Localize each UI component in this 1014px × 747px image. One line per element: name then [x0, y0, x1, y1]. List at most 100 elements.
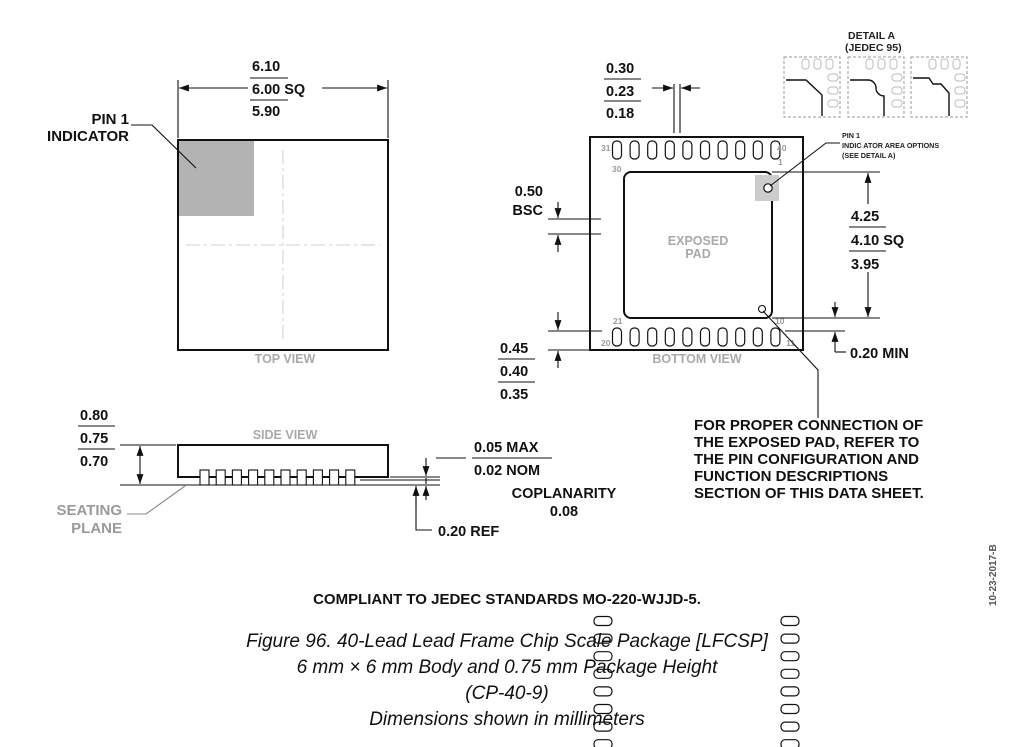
lead-pad	[752, 140, 763, 160]
coplanarity-value: 0.08	[550, 504, 578, 520]
bottom-lead-pads	[593, 140, 800, 747]
pin-number-1: 1	[778, 157, 783, 167]
top-width-max: 6.10	[252, 59, 280, 75]
detail-option-3	[910, 56, 968, 118]
note-line-2: THE EXPOSED PAD, REFER TO	[694, 434, 920, 451]
lead-pad	[593, 721, 613, 732]
detail-title-line1: DETAIL A	[848, 30, 895, 42]
standoff-nom: 0.02 NOM	[474, 463, 540, 479]
lead-pad	[629, 140, 640, 160]
pin1-label-line1: PIN 1	[91, 111, 129, 128]
detail-pad-corner	[913, 77, 950, 116]
pad-reference-dot	[757, 304, 767, 314]
bottom-view-label: BOTTOM VIEW	[652, 352, 742, 366]
side-lead	[215, 469, 226, 486]
lead-pad	[770, 140, 781, 160]
lead-pad	[629, 327, 640, 347]
detail-pad-corner	[786, 79, 823, 116]
lead-length-max: 0.45	[500, 341, 528, 357]
seating-plane-label-1: SEATING	[56, 502, 122, 519]
pin1-options-leader	[769, 142, 840, 187]
exposed-pad-label-2: PAD	[685, 247, 710, 261]
detail-option-2	[847, 56, 905, 118]
caption-line-1: Figure 96. 40-Lead Lead Frame Chip Scale…	[246, 631, 768, 652]
detail-option-1	[783, 56, 841, 118]
lead-pad	[682, 140, 693, 160]
pin1-leader	[131, 124, 197, 169]
detail-box	[847, 56, 905, 118]
caption-line-2: 6 mm × 6 mm Body and 0.75 mm Package Hei…	[296, 657, 718, 678]
detail-pad	[889, 58, 898, 70]
pin-number-30: 30	[612, 164, 622, 174]
lead-pad	[699, 327, 711, 347]
note-line-3: THE PIN CONFIGURATION AND	[694, 451, 919, 468]
detail-pad	[825, 58, 834, 70]
lead-pad	[780, 686, 800, 697]
lead-pad	[593, 686, 613, 697]
pad-size-min: 3.95	[851, 257, 879, 273]
lead-pad	[593, 703, 613, 715]
lead-pad	[717, 140, 728, 160]
side-lead	[231, 469, 242, 486]
caption-line-3: (CP-40-9)	[465, 683, 549, 704]
detail-title-line2: (JEDEC 95)	[845, 42, 902, 54]
detail-box	[910, 56, 968, 118]
detail-pad	[827, 86, 839, 95]
lead-width-nom: 0.23	[606, 84, 634, 100]
lead-pad	[780, 739, 800, 747]
pin-number-20: 20	[601, 338, 611, 348]
pad-size-max: 4.25	[851, 209, 879, 225]
top-view-label: TOP VIEW	[255, 352, 316, 366]
lead-pad	[647, 327, 658, 347]
pitch-bsc: BSC	[512, 203, 543, 219]
pin1-label-line2: INDICATOR	[47, 128, 129, 145]
detail-box	[783, 56, 841, 118]
top-width-min: 5.90	[252, 104, 280, 120]
lead-pad	[770, 327, 781, 347]
pad-size-nom: 4.10 SQ	[851, 233, 904, 249]
side-lead	[296, 469, 307, 486]
side-lead	[280, 469, 291, 486]
top-view: 6.10 6.00 SQ 5.90 PIN 1 INDICATOR TOP VI…	[47, 59, 389, 366]
note-leader	[762, 310, 819, 418]
coplanarity-label: COPLANARITY	[512, 486, 617, 502]
lead-pad	[780, 651, 800, 662]
side-lead	[264, 469, 275, 486]
caption-line-4: Dimensions shown in millimeters	[369, 709, 645, 730]
side-view-label: SIDE VIEW	[253, 428, 318, 442]
lead-pad	[780, 721, 800, 732]
side-lead	[345, 469, 356, 486]
lead-pad	[664, 327, 675, 347]
lead-pad	[593, 633, 613, 644]
detail-pad	[827, 99, 839, 108]
standoff-max: 0.05 MAX	[474, 440, 539, 456]
pin1-options-line2: INDIC ATOR AREA OPTIONS	[842, 141, 939, 150]
bottom-view: EXPOSED PAD BOTTOM VIEW 40 1 31 30 21 20…	[498, 61, 939, 747]
detail-pad	[877, 58, 886, 70]
lead-pad	[780, 703, 800, 715]
lead-pad	[780, 615, 800, 627]
lead-pad	[735, 327, 746, 347]
exposed-pad-label-1: EXPOSED	[668, 234, 728, 248]
detail-pad	[954, 73, 966, 82]
lead-pad	[593, 668, 613, 679]
detail-pad	[928, 58, 937, 70]
pitch-value: 0.50	[515, 184, 543, 200]
lead-pad	[717, 327, 728, 347]
lead-width-max: 0.30	[606, 61, 634, 77]
lead-pad	[593, 615, 613, 627]
pin-number-10: 10	[775, 316, 785, 326]
seating-plane-leader	[127, 485, 186, 515]
top-width-nom: 6.00 SQ	[252, 82, 305, 98]
pin-number-11: 11	[786, 338, 795, 348]
pin1-options-line3: (SEE DETAIL A)	[842, 151, 896, 160]
lead-pad	[611, 140, 623, 160]
lead-pad	[593, 739, 613, 747]
lead-pad	[647, 140, 658, 160]
detail-pad	[891, 99, 903, 108]
detail-pad	[865, 58, 874, 70]
note-line-4: FUNCTION DESCRIPTIONS	[694, 468, 888, 485]
lead-pad	[611, 327, 623, 347]
detail-pad-corner	[850, 79, 885, 116]
